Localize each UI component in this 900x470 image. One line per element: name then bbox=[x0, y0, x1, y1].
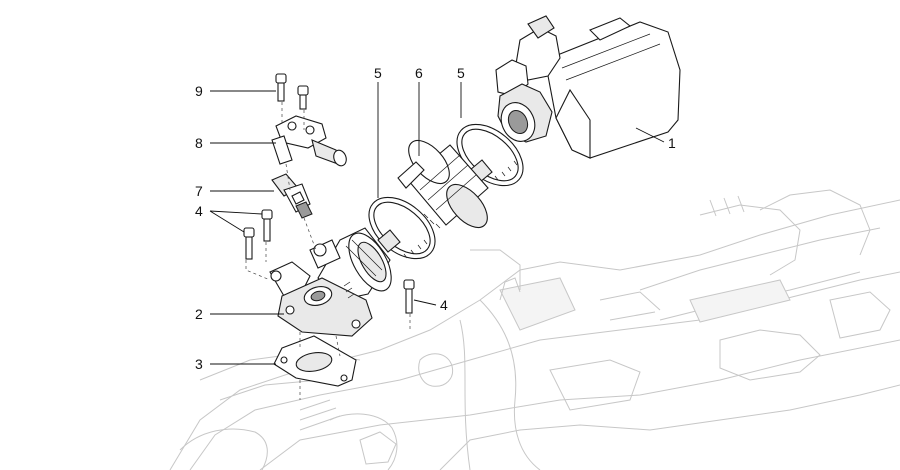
fuel-injector bbox=[271, 173, 313, 219]
callout-labels: 1 2 3 4 4 5 5 6 7 8 9 bbox=[195, 65, 676, 372]
leader-4b bbox=[413, 299, 437, 306]
throttle-body bbox=[269, 227, 392, 337]
intake-sleeve bbox=[397, 139, 489, 229]
injector-holder bbox=[271, 115, 347, 167]
callout-9: 9 bbox=[195, 83, 203, 99]
screws-left bbox=[243, 209, 273, 260]
hose-clamp-upper bbox=[456, 123, 524, 187]
callout-7: 7 bbox=[195, 183, 203, 199]
leader-4a bbox=[209, 210, 263, 233]
callout-5-right: 5 bbox=[457, 65, 465, 81]
screw-right bbox=[403, 279, 415, 314]
air-box-assembly bbox=[495, 15, 681, 159]
gasket bbox=[273, 335, 357, 387]
callout-4-right: 4 bbox=[440, 297, 448, 313]
callout-5-left: 5 bbox=[374, 65, 382, 81]
callout-6: 6 bbox=[415, 65, 423, 81]
assembly-lines bbox=[245, 102, 411, 400]
callout-4-left: 4 bbox=[195, 203, 203, 219]
engine-background bbox=[169, 189, 900, 470]
callout-2: 2 bbox=[195, 306, 203, 322]
hose-clamp-lower bbox=[368, 196, 436, 260]
callout-1: 1 bbox=[668, 135, 676, 151]
leader-lines bbox=[209, 82, 665, 365]
leader-1 bbox=[635, 127, 665, 143]
callout-3: 3 bbox=[195, 356, 203, 372]
screws-top bbox=[275, 73, 309, 110]
callout-8: 8 bbox=[195, 135, 203, 151]
